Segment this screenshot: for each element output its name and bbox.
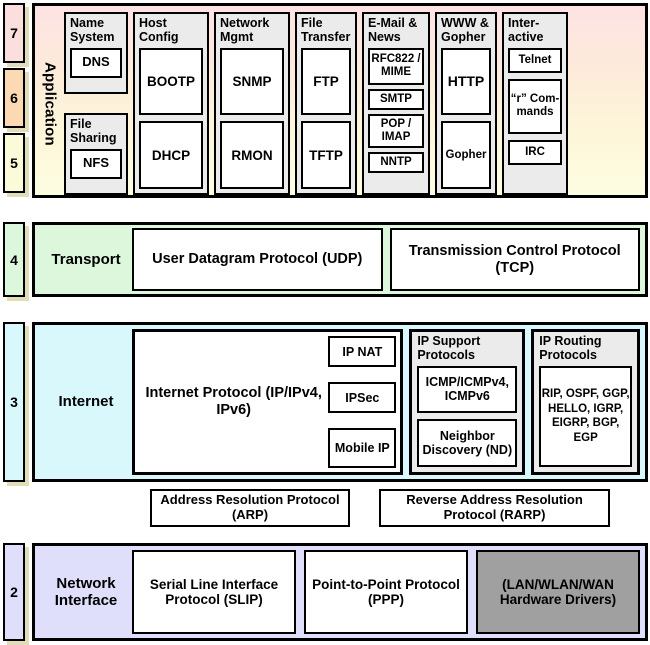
hardware-drivers-box[interactable]: (LAN/WLAN/WAN Hardware Drivers) [476,550,640,634]
protocol-irc[interactable]: IRC [508,139,562,165]
group-file-transfer: File Transfer FTP TFTP [295,12,357,195]
protocol-http[interactable]: HTTP [441,47,491,116]
group-interactive: Inter-active Telnet “r” Com-mands IRC [502,12,568,195]
protocol-telnet[interactable]: Telnet [508,47,562,73]
protocol-routing-list[interactable]: RIP, OSPF, GGP, HELLO, IGRP, EIGRP, BGP,… [539,365,632,467]
group-name-system: Name System DNS [64,12,128,94]
layer-number-3-label: 3 [10,394,18,410]
group-www-and-gopher: WWW & Gopher HTTP Gopher [435,12,497,195]
protocol-ipsec[interactable]: IPSec [328,382,397,413]
protocol-gopher[interactable]: Gopher [441,121,491,189]
protocol-neighbor-discovery[interactable]: Neighbor Discovery (ND) [417,419,518,467]
protocol-pop-imap[interactable]: POP / IMAP [368,113,424,148]
protocol-internet-protocol[interactable]: Internet Protocol (IP/IPv4, IPv6) IP NAT… [132,329,404,475]
protocol-ppp[interactable]: Point-to-Point Protocol (PPP) [304,550,468,634]
group-ip-support-protocols-title: IP Support Protocols [417,334,481,362]
group-network-mgmt: Network Mgmt SNMP RMON [214,12,290,195]
group-email-and-news: E-Mail & News RFC822 / MIME SMTP POP / I… [362,12,430,195]
protocol-r-commands[interactable]: “r” Com-mands [508,78,562,134]
group-ip-routing-protocols-title: IP Routing Protocols [539,334,602,362]
protocol-rarp[interactable]: Reverse Address Resolution Protocol (RAR… [379,489,610,527]
group-host-config: Host Config BOOTP DHCP [133,12,209,195]
network-interface-layer-label: Network Interface [54,574,118,609]
protocol-tcp[interactable]: Transmission Control Protocol (TCP) [389,228,640,291]
protocol-icmp[interactable]: ICMP/ICMPv4, ICMPv6 [417,365,518,414]
protocol-nfs[interactable]: NFS [70,148,122,179]
protocol-internet-protocol-label: Internet Protocol (IP/IPv4, IPv6) [145,385,322,418]
application-columns: Name System DNS File Sharing NFS Host Co… [64,12,640,195]
group-file-transfer-title: File Transfer [301,16,351,44]
protocol-rmon[interactable]: RMON [220,121,284,189]
group-host-config-title: Host Config [139,16,179,44]
layer-number-4-label: 4 [10,251,18,268]
group-file-sharing: File Sharing NFS [64,113,128,195]
layer-number-2-label: 2 [10,584,18,600]
group-www-and-gopher-title: WWW & Gopher [441,16,489,44]
group-interactive-title: Inter-active [508,16,544,44]
group-name-system-title: Name System [70,16,115,44]
protocol-rfc822-mime[interactable]: RFC822 / MIME [368,47,424,85]
layer-number-5: 5 [3,133,25,193]
group-email-and-news-title: E-Mail & News [368,16,418,44]
protocol-nntp[interactable]: NNTP [368,151,424,173]
protocol-dhcp[interactable]: DHCP [139,121,203,189]
protocol-arp[interactable]: Address Resolution Protocol (ARP) [150,489,350,527]
layer-number-5-label: 5 [10,155,18,171]
layer-number-7: 7 [3,3,25,63]
protocol-dns[interactable]: DNS [70,47,122,78]
transport-layer-band: Transport User Datagram Protocol (UDP) T… [32,222,648,297]
internet-layer-band: Internet Internet Protocol (IP/IPv4, IPv… [32,322,648,482]
ip-sub-protocols: IP NAT IPSec Mobile IP [328,336,397,468]
group-ip-support-protocols: IP Support Protocols ICMP/ICMPv4, ICMPv6… [409,329,526,475]
application-layer-label: Application [41,61,59,146]
group-ip-routing-protocols: IP Routing Protocols RIP, OSPF, GGP, HEL… [531,329,640,475]
protocol-tftp[interactable]: TFTP [301,121,351,189]
layer-number-6-label: 6 [10,90,18,106]
protocol-smtp[interactable]: SMTP [368,88,424,110]
transport-layer-label: Transport [51,250,121,268]
protocol-snmp[interactable]: SNMP [220,47,284,116]
internet-layer-label: Internet [58,393,114,411]
protocol-mobile-ip[interactable]: Mobile IP [328,428,397,468]
protocol-bootp[interactable]: BOOTP [139,47,203,116]
network-interface-layer-band: Network Interface Serial Line Interface … [32,543,648,641]
group-network-mgmt-title: Network Mgmt [220,16,270,44]
group-file-sharing-title: File Sharing [70,117,117,145]
protocol-ftp[interactable]: FTP [301,47,351,116]
layer-number-2: 2 [3,543,25,641]
layer-number-7-label: 7 [10,25,18,41]
application-column-name-and-file: Name System DNS File Sharing NFS [64,12,128,195]
layer-number-3: 3 [3,322,25,482]
layer-number-4: 4 [3,222,25,297]
layer-number-6: 6 [3,68,25,128]
protocol-slip[interactable]: Serial Line Interface Protocol (SLIP) [132,550,296,634]
protocol-ip-nat[interactable]: IP NAT [328,336,397,367]
application-layer-band: Application Name System DNS File Sharing… [32,3,648,198]
address-resolution-row: Address Resolution Protocol (ARP) Revers… [0,489,650,531]
protocol-udp[interactable]: User Datagram Protocol (UDP) [132,228,383,291]
